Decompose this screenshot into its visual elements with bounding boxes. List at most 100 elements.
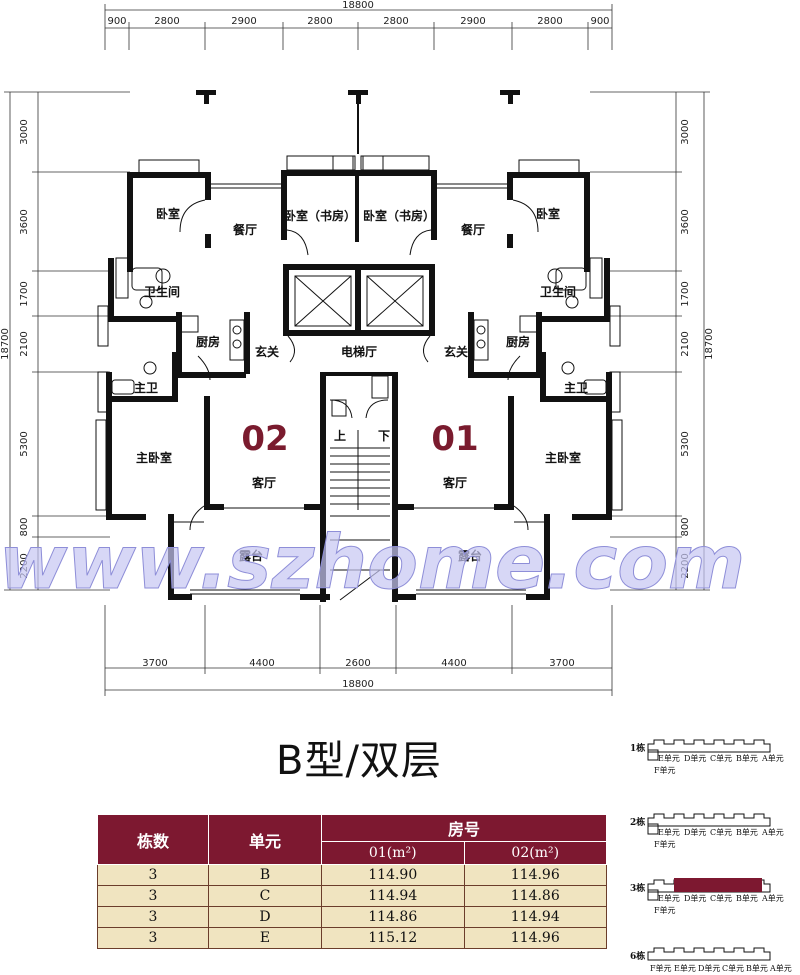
- watermark: www.szhome.com: [0, 520, 745, 606]
- room-living-left: 客厅: [251, 475, 276, 490]
- cell-unit: C: [208, 885, 322, 907]
- room-study-right: 卧室（书房）: [363, 208, 435, 223]
- key-plan-unit: E单元: [658, 893, 680, 903]
- key-plan-unit: E单元: [674, 963, 696, 973]
- left-dimension: 3000 3600 1700 2100 5300 800 2200 18700: [0, 91, 130, 591]
- table-row: 3 C 114.94 114.86: [97, 885, 607, 907]
- bottom-dim-2: 4400: [249, 658, 274, 669]
- bottom-total: 18800: [342, 679, 374, 690]
- top-total: 18800: [342, 0, 374, 11]
- left-dim-1: 3000: [19, 119, 30, 144]
- top-dim-5: 2800: [383, 16, 408, 27]
- bottom-dim-3: 2600: [345, 658, 370, 669]
- room-dining-right: 餐厅: [461, 222, 485, 237]
- right-dim-1: 3000: [680, 119, 691, 144]
- key-plan-unit: E单元: [658, 753, 680, 763]
- left-dim-3: 1700: [19, 281, 30, 306]
- key-plan-unit: B单元: [736, 753, 758, 763]
- room-balcony-right: 露台: [458, 548, 482, 563]
- right-dim-7: 2200: [680, 553, 691, 578]
- bottom-dimension: 3700 4400 2600 4400 3700 18800: [104, 605, 613, 696]
- header-02-area: 02(m²): [463, 841, 607, 865]
- room-living-right: 客厅: [442, 475, 467, 490]
- key-plan-building-label: 3栋: [630, 882, 645, 894]
- left-dim-7: 2200: [19, 553, 30, 578]
- building-walls: [95, 155, 623, 602]
- key-plan-building-6: 6栋 F单元 E单元 D单元 C单元 B单元 A单元: [630, 947, 792, 973]
- right-dim-2: 3600: [680, 209, 691, 234]
- key-plan-unit: D单元: [684, 893, 706, 903]
- cell-area-01: 114.86: [321, 906, 465, 928]
- key-plan-building-3: 3栋 E单元 D单元 C单元 B单元 A单元 F单元: [630, 878, 784, 915]
- room-master-right: 主卧室: [545, 450, 581, 465]
- unit-number-left: 02: [241, 419, 288, 459]
- key-plan-unit: B单元: [746, 963, 768, 973]
- key-plan-building-2: 2栋 E单元 D单元 C单元 B单元 A单元 F单元: [630, 813, 784, 849]
- cell-unit: B: [208, 864, 322, 886]
- bottom-dim-1: 3700: [142, 658, 167, 669]
- left-dim-2: 3600: [19, 209, 30, 234]
- room-foyer-left: 玄关: [255, 344, 279, 359]
- key-plan-unit: A单元: [761, 827, 784, 837]
- key-plan-unit: C单元: [722, 963, 744, 973]
- top-dim-8: 900: [590, 16, 609, 27]
- cell-unit: D: [208, 906, 322, 928]
- room-study-left: 卧室（书房）: [284, 208, 356, 223]
- key-plan-unit-extra: F单元: [654, 905, 676, 915]
- column-markers: [196, 90, 520, 154]
- header-building: 栋数: [97, 814, 209, 865]
- cell-building: 3: [97, 885, 209, 907]
- key-plan-unit: E单元: [658, 827, 680, 837]
- right-dim-3: 1700: [680, 281, 691, 306]
- room-kitchen-right: 厨房: [506, 334, 530, 349]
- left-dim-5: 5300: [19, 431, 30, 456]
- key-plan-unit: A单元: [761, 753, 784, 763]
- cell-building: 3: [97, 864, 209, 886]
- room-bath-right: 卫生间: [540, 284, 576, 299]
- cell-area-02: 114.86: [463, 885, 607, 907]
- floor-plan: 18800 900 2800 2900 2800 2800 2900 2800 …: [0, 0, 746, 696]
- key-plan-unit: C单元: [710, 753, 732, 763]
- key-plan-building-label: 6栋: [630, 950, 645, 962]
- key-plan-unit: C单元: [710, 827, 732, 837]
- key-plan-unit: D单元: [684, 753, 706, 763]
- cell-area-02: 114.96: [463, 927, 607, 949]
- header-01-area: 01(m²): [321, 841, 465, 865]
- unit-number-right: 01: [431, 419, 478, 459]
- area-table: 栋数 单元 房号 01(m²) 02(m²) 3 B 114.90 114.96…: [97, 814, 607, 949]
- cell-area-01: 115.12: [321, 927, 465, 949]
- room-master-left: 主卧室: [136, 450, 172, 465]
- room-labels: 卧室 餐厅 卧室（书房） 卧室（书房） 餐厅 卧室 卫生间 卫生间 厨房 厨房 …: [134, 206, 588, 563]
- cell-area-01: 114.94: [321, 885, 465, 907]
- room-dining-left: 餐厅: [233, 222, 257, 237]
- key-plan-unit: F单元: [650, 963, 672, 973]
- cell-area-02: 114.94: [463, 906, 607, 928]
- key-plan-unit: B单元: [736, 893, 758, 903]
- right-dim-6: 800: [680, 517, 691, 536]
- left-dim-6: 800: [19, 517, 30, 536]
- bottom-dim-5: 3700: [549, 658, 574, 669]
- top-dim-4: 2800: [307, 16, 332, 27]
- key-plan-building-label: 2栋: [630, 816, 645, 828]
- room-bedroom-left: 卧室: [156, 206, 180, 221]
- room-bath-left: 卫生间: [144, 284, 180, 299]
- header-unit: 单元: [208, 814, 322, 865]
- cell-area-02: 114.96: [463, 864, 607, 886]
- key-plan-unit: B单元: [736, 827, 758, 837]
- bottom-dim-4: 4400: [441, 658, 466, 669]
- key-plan-building-1: 1栋 E单元 D单元 C单元 B单元 A单元 F单元: [630, 739, 784, 775]
- top-dimension: 18800 900 2800 2900 2800 2800 2900 2800 …: [104, 0, 613, 50]
- key-plan-unit: A单元: [761, 893, 784, 903]
- key-plan-unit: D单元: [684, 827, 706, 837]
- cell-building: 3: [97, 906, 209, 928]
- header-room: 房号: [321, 814, 607, 842]
- top-dim-7: 2800: [537, 16, 562, 27]
- room-master-bath-left: 主卫: [134, 380, 158, 395]
- key-plan-highlight: [674, 878, 762, 892]
- key-plan-unit: C单元: [710, 893, 732, 903]
- room-master-bath-right: 主卫: [564, 380, 588, 395]
- left-total: 18700: [0, 328, 11, 360]
- key-plan-unit: A单元: [769, 963, 792, 973]
- key-plans: 1栋 E单元 D单元 C单元 B单元 A单元 F单元 2栋 E单元 D单元 C单…: [630, 739, 792, 973]
- room-foyer-right: 玄关: [444, 344, 468, 359]
